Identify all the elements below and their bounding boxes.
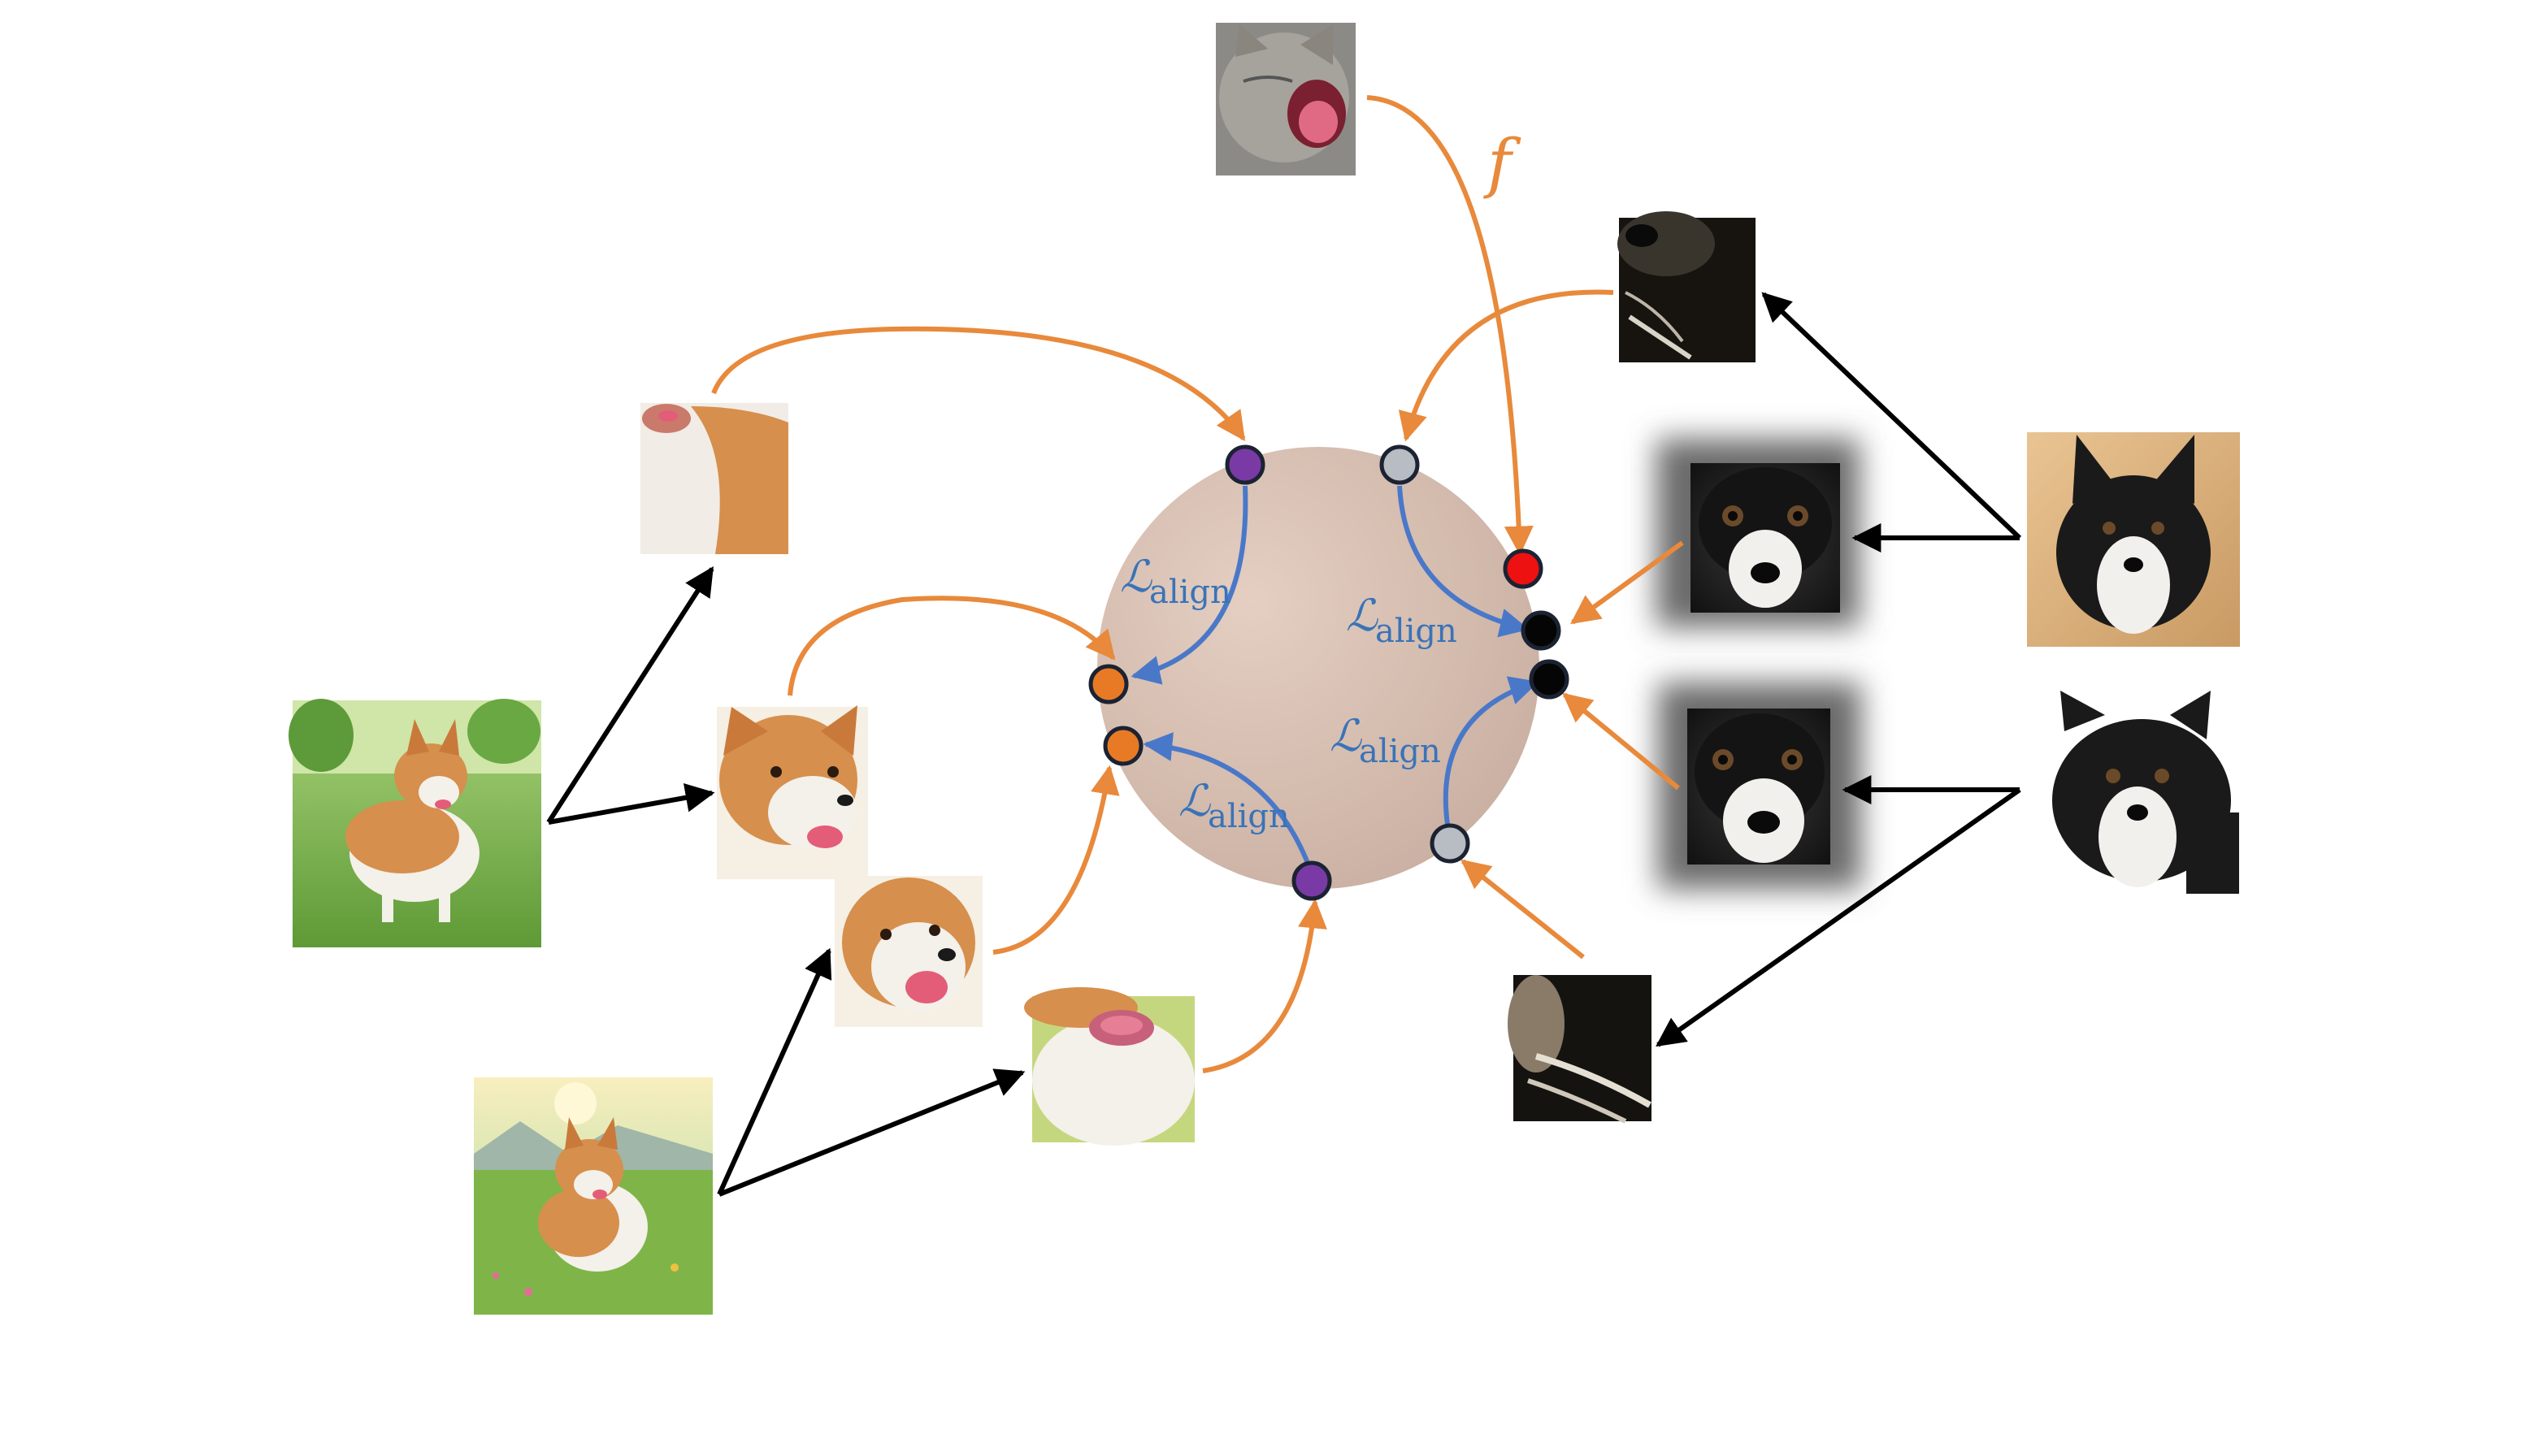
point-red: [1503, 548, 1543, 589]
loss-symbol: ℒ: [1346, 590, 1378, 641]
align-arrow-2: [1143, 732, 1313, 871]
cat-yawn-photo: [1216, 23, 1356, 176]
point-orange-1: [1088, 664, 1129, 704]
aug-arrow-collie2-side: [1656, 787, 2021, 1047]
point-orange-2: [1103, 726, 1144, 766]
point-black-1: [1521, 610, 1561, 651]
enc-arrow-collie-face-1: [1570, 540, 1684, 625]
collie-crop-face-2: [1658, 682, 1861, 889]
encoder-arrows: [711, 95, 1684, 1073]
collie-full-photo-2: [2052, 691, 2239, 894]
embedding-points: [1088, 444, 1569, 901]
loss-symbol: ℒ: [1330, 710, 1362, 761]
enc-arrow-cat: [1366, 95, 1534, 556]
loss-label-3: ℒ align: [1330, 710, 1441, 770]
collie-crop-side: [1508, 975, 1651, 1124]
enc-arrow-corgi-face: [992, 765, 1120, 955]
loss-subscript: align: [1375, 613, 1457, 650]
point-black-2: [1529, 659, 1569, 700]
embedding-sphere: [1097, 447, 1539, 889]
aug-arrow-corgi2-mouth: [718, 1068, 1026, 1197]
aug-arrow-corgi1-head: [548, 782, 715, 825]
enc-arrow-corgi-head: [788, 596, 1116, 696]
loss-label-2: ℒ align: [1346, 590, 1457, 650]
corgi-full-photo-1: [289, 699, 541, 947]
point-gray-top: [1379, 444, 1420, 485]
loss-label-4: ℒ align: [1178, 775, 1290, 835]
enc-arrow-collie-side: [1460, 859, 1585, 960]
point-purple-bottom: [1291, 860, 1332, 901]
enc-arrow-collie-ear: [1398, 289, 1614, 442]
corgi-full-photo-2: [474, 1077, 713, 1315]
augmentation-arrows: [546, 292, 2022, 1197]
loss-label-1: ℒ align: [1120, 551, 1231, 611]
corgi-crop-mouth: [1024, 987, 1195, 1146]
corgi-crop-head: [717, 705, 868, 879]
aug-arrow-corgi2-face: [717, 947, 832, 1196]
loss-symbol: ℒ: [1120, 551, 1152, 602]
encoder-label: f: [1483, 125, 1521, 201]
point-purple-top: [1225, 444, 1265, 485]
align-arrow-4: [1443, 676, 1539, 831]
enc-arrow-collie-face-2: [1562, 692, 1680, 791]
aug-arrow-corgi1-body: [546, 566, 714, 824]
collie-full-photo-1: [2027, 432, 2240, 647]
loss-subscript: align: [1359, 733, 1441, 770]
align-arrow-3: [1397, 485, 1530, 638]
point-gray-bottom: [1430, 823, 1470, 864]
collie-crop-ear: [1617, 211, 1756, 362]
collie-crop-face-1: [1656, 439, 1860, 627]
corgi-crop-face: [835, 876, 983, 1027]
alignment-arrows: [1131, 485, 1539, 871]
corgi-crop-body: [640, 403, 788, 554]
enc-arrow-corgi-body: [711, 326, 1246, 441]
loss-symbol: ℒ: [1178, 775, 1211, 826]
loss-subscript: align: [1208, 798, 1290, 835]
enc-arrow-corgi-mouth: [1202, 899, 1327, 1073]
loss-subscript: align: [1149, 574, 1231, 611]
align-arrow-1: [1131, 485, 1248, 685]
aug-arrow-collie1-ear: [1761, 292, 2022, 540]
